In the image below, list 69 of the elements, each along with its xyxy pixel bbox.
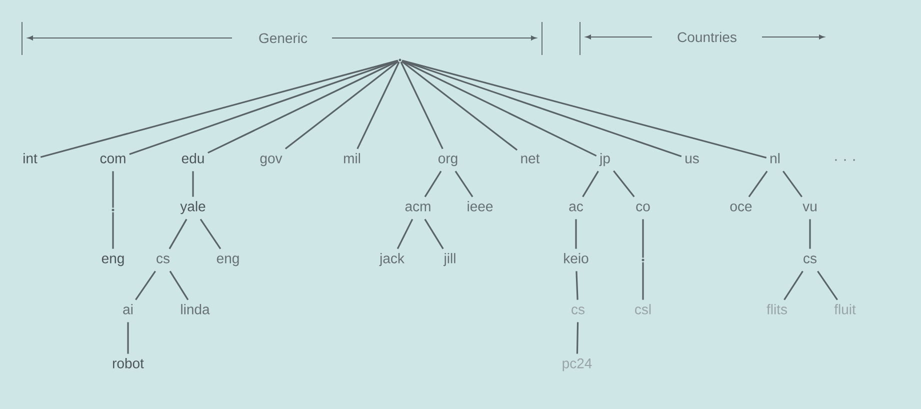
tree-line (576, 322, 579, 354)
tree-line (817, 270, 838, 300)
domain-label: eng (216, 256, 239, 266)
tree-line (784, 270, 804, 300)
heading-label: Generic (256, 30, 310, 46)
domain-label: jill (443, 253, 456, 266)
domain-label: keio (564, 253, 588, 264)
domain-label: cs (804, 256, 816, 264)
tree-line (642, 219, 644, 258)
tree-line (168, 218, 188, 250)
tree-line (748, 170, 768, 198)
domain-label: jp (599, 153, 610, 166)
domain-label: flits (766, 304, 787, 314)
tree-line (169, 270, 189, 300)
tree-line (402, 60, 682, 158)
tree-line (402, 60, 597, 156)
tree-line (400, 62, 444, 150)
domain-label: nl (770, 153, 780, 164)
domain-label: yale (180, 201, 206, 214)
tree-line (396, 218, 414, 250)
tree-line (127, 322, 129, 354)
tree-line (40, 60, 398, 158)
domain-label: jack (379, 253, 404, 266)
tree-line (208, 60, 398, 154)
domain-label: robot (112, 358, 144, 368)
tree-line (284, 60, 399, 150)
tree-line (129, 60, 398, 156)
domain-label: int (24, 153, 38, 164)
domain-label: csl (635, 304, 651, 314)
tree-line (135, 270, 156, 300)
domain-label: pc24 (562, 358, 592, 372)
domain-label: ieee (468, 201, 493, 212)
tree-line (402, 60, 767, 158)
domain-label: cs (572, 306, 584, 314)
domain-label: ai (123, 304, 132, 314)
tree-line (192, 171, 194, 197)
domain-label: co (636, 204, 650, 212)
domain-label: eng (102, 256, 124, 266)
tree-line (200, 218, 222, 250)
tree-line (356, 62, 400, 150)
domain-label: fluit (834, 304, 856, 314)
tree-line (424, 170, 442, 198)
tree-line (112, 212, 114, 249)
domain-label: ac (569, 204, 584, 212)
tree-line (642, 262, 644, 300)
domain-label: org (438, 156, 458, 166)
domain-label: us (686, 156, 699, 164)
tree-line (424, 218, 444, 250)
tree-line (112, 171, 114, 208)
domain-label: acm (405, 204, 430, 212)
tree-line (576, 271, 578, 300)
domain-label: linda (181, 304, 210, 314)
tree-line (809, 219, 811, 249)
tree-line (782, 170, 802, 198)
domain-label: cs (156, 256, 170, 264)
domain-label: oce (730, 204, 752, 212)
tree-line (613, 170, 635, 198)
domain-label: edu (182, 153, 204, 164)
domain-label: vu (802, 204, 816, 212)
domain-label: mil (344, 153, 360, 164)
heading-label: Countries (675, 30, 739, 44)
tree-line (582, 170, 599, 198)
heading-label: . . . (832, 157, 858, 163)
tree-line (454, 170, 474, 198)
tree-line (401, 60, 518, 151)
domain-label: gov (260, 156, 282, 166)
tree-line (575, 219, 577, 249)
domain-label: com (100, 156, 126, 164)
domain-label: net (521, 154, 540, 164)
